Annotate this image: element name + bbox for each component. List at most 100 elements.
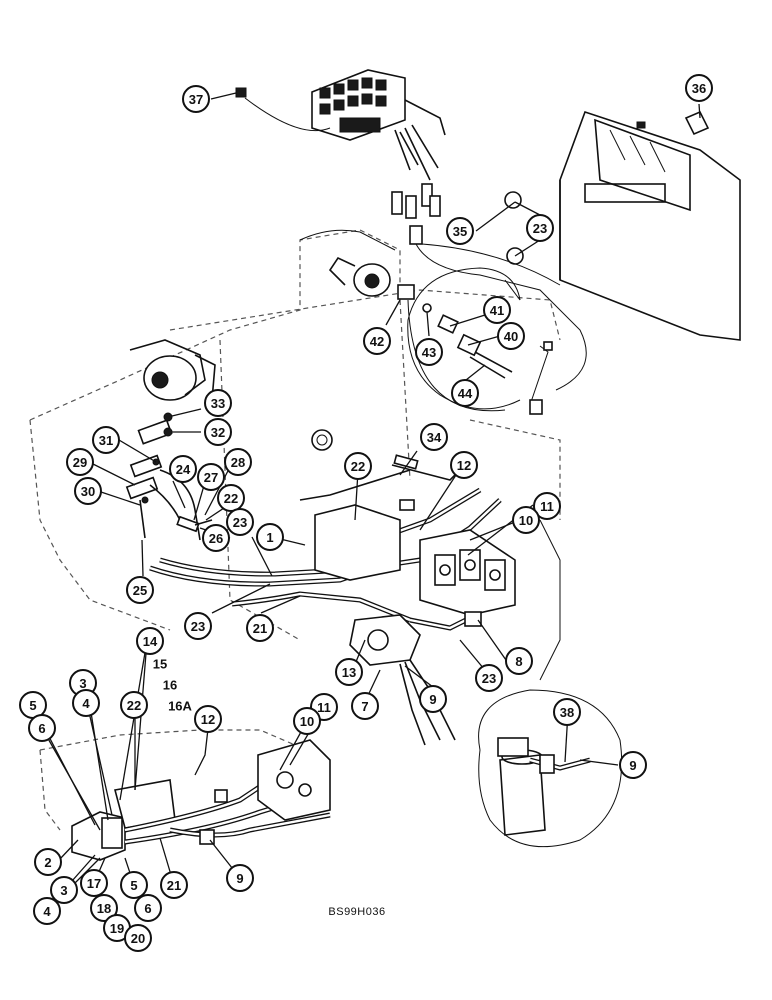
callout-number: 26 bbox=[209, 531, 223, 546]
callout-circle bbox=[256, 523, 284, 551]
callout-35: 35 bbox=[446, 217, 474, 245]
callout-number: 4 bbox=[43, 904, 51, 919]
callout-number: 23 bbox=[233, 515, 247, 530]
callout-number: 12 bbox=[457, 458, 471, 473]
callout-circle bbox=[451, 379, 479, 407]
callout-circle bbox=[184, 612, 212, 640]
callout-number: 3 bbox=[79, 676, 86, 691]
callout-3: 3 bbox=[50, 876, 78, 904]
callout-7: 7 bbox=[351, 692, 379, 720]
callout-6: 6 bbox=[134, 894, 162, 922]
callout-number: 42 bbox=[370, 334, 384, 349]
callout-8: 8 bbox=[505, 647, 533, 675]
callout-1: 1 bbox=[256, 523, 284, 551]
callout-circle bbox=[80, 869, 108, 897]
callout-circle bbox=[136, 627, 164, 655]
callout-circle bbox=[344, 452, 372, 480]
callout-21: 21 bbox=[160, 871, 188, 899]
callout-number: 5 bbox=[130, 878, 137, 893]
callout-number: 14 bbox=[143, 634, 158, 649]
callout-number: 35 bbox=[453, 224, 467, 239]
callout-number: 12 bbox=[201, 712, 215, 727]
callout-number: 6 bbox=[38, 721, 45, 736]
callout-number: 7 bbox=[361, 699, 368, 714]
filter-detail-inset bbox=[478, 689, 623, 848]
callout-number: 13 bbox=[342, 665, 356, 680]
callout-circle bbox=[505, 647, 533, 675]
callout-circle bbox=[497, 322, 525, 350]
control-valve-drawing bbox=[314, 499, 516, 746]
callout-number: 18 bbox=[97, 901, 111, 916]
callout-42: 42 bbox=[363, 327, 391, 355]
callout-12: 12 bbox=[194, 705, 222, 733]
callout-30: 30 bbox=[74, 477, 102, 505]
callout-circle bbox=[202, 524, 230, 552]
callout-number: 28 bbox=[231, 455, 245, 470]
callout-25: 25 bbox=[126, 576, 154, 604]
dash-panel-drawing bbox=[504, 110, 741, 341]
callout-circle bbox=[90, 894, 118, 922]
callout-19: 19 bbox=[103, 914, 131, 942]
callout-number: 9 bbox=[236, 871, 243, 886]
connector-detail-inset bbox=[397, 267, 553, 415]
callout-29: 29 bbox=[66, 448, 94, 476]
callout-circle bbox=[415, 338, 443, 366]
callout-23: 23 bbox=[226, 508, 254, 536]
callout-number: 4 bbox=[82, 696, 90, 711]
callout-circle bbox=[217, 484, 245, 512]
callout-22: 22 bbox=[120, 691, 148, 719]
callout-5: 5 bbox=[120, 871, 148, 899]
callout-circle bbox=[475, 664, 503, 692]
callout-38: 38 bbox=[553, 698, 581, 726]
callout-32: 32 bbox=[204, 418, 232, 446]
callout-number: 27 bbox=[204, 470, 218, 485]
callout-circle bbox=[160, 871, 188, 899]
callout-12: 12 bbox=[450, 451, 478, 479]
callout-number: 31 bbox=[99, 433, 113, 448]
callout-31: 31 bbox=[92, 426, 120, 454]
callout-circle bbox=[533, 492, 561, 520]
callout-circle bbox=[420, 423, 448, 451]
callout-circle bbox=[446, 217, 474, 245]
callout-number: 44 bbox=[458, 386, 473, 401]
callout-number: 22 bbox=[224, 491, 238, 506]
callout-number: 38 bbox=[560, 705, 574, 720]
loader-frame-drawing bbox=[29, 229, 561, 681]
callout-2: 2 bbox=[34, 848, 62, 876]
callout-27: 27 bbox=[197, 463, 225, 491]
callout-number: 34 bbox=[427, 430, 442, 445]
callout-number: 22 bbox=[351, 459, 365, 474]
callout-circle bbox=[66, 448, 94, 476]
callout-4: 4 bbox=[72, 689, 100, 717]
callout-circle bbox=[92, 426, 120, 454]
callout-number: 10 bbox=[519, 513, 533, 528]
callout-26: 26 bbox=[202, 524, 230, 552]
callout-34: 34 bbox=[420, 423, 448, 451]
callout-number: 3 bbox=[60, 883, 67, 898]
callout-circle bbox=[619, 751, 647, 779]
callout-circle bbox=[226, 864, 254, 892]
callout-number: 2 bbox=[44, 855, 51, 870]
callout-circle bbox=[34, 848, 62, 876]
callout-4: 4 bbox=[33, 897, 61, 925]
callout-13: 13 bbox=[335, 658, 363, 686]
callout-number: 37 bbox=[189, 92, 203, 107]
callout-circle bbox=[120, 691, 148, 719]
callout-circle bbox=[74, 477, 102, 505]
callout-22: 22 bbox=[217, 484, 245, 512]
callout-number: 10 bbox=[300, 714, 314, 729]
callout-21: 21 bbox=[246, 614, 274, 642]
callout-circle bbox=[28, 714, 56, 742]
callout-number: 1 bbox=[266, 530, 273, 545]
callout-number: 17 bbox=[87, 876, 101, 891]
callout-41: 41 bbox=[483, 296, 511, 324]
callout-6: 6 bbox=[28, 714, 56, 742]
callout-44: 44 bbox=[451, 379, 479, 407]
lower-valve-detail bbox=[39, 729, 331, 861]
callout-circle bbox=[483, 296, 511, 324]
callout-circle bbox=[204, 418, 232, 446]
callout-circle bbox=[363, 327, 391, 355]
callout-20: 20 bbox=[124, 924, 152, 952]
callout-43: 43 bbox=[415, 338, 443, 366]
